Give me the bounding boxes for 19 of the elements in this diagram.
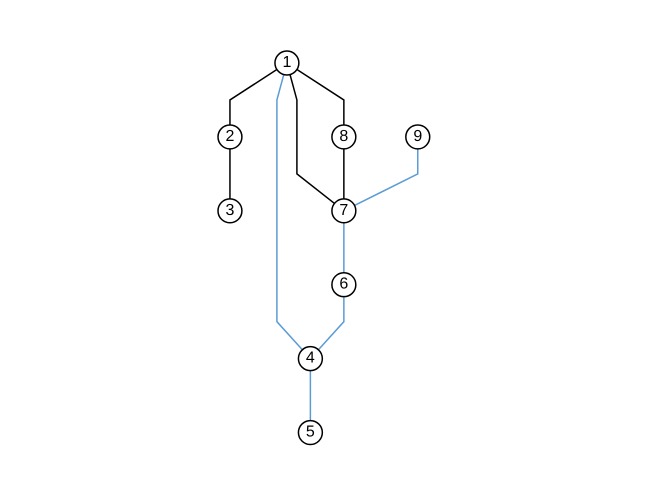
connector [296,69,345,126]
node-circle: 6 [331,272,357,298]
node-circle: 5 [298,420,324,446]
node-circle: 7 [331,198,357,224]
node-circle: 2 [217,124,243,150]
node-circle: 8 [331,124,357,150]
connector [343,223,345,273]
node-circle: 9 [405,124,431,150]
node-circle: 3 [217,198,243,224]
connector [310,370,312,421]
connector [343,149,345,200]
connector [289,74,336,204]
connector [318,296,345,350]
connector [229,149,231,200]
connector [229,69,278,126]
connector [354,149,419,206]
node-circle: 4 [298,346,324,372]
node-circle: 1 [274,50,300,76]
connector [276,74,304,350]
